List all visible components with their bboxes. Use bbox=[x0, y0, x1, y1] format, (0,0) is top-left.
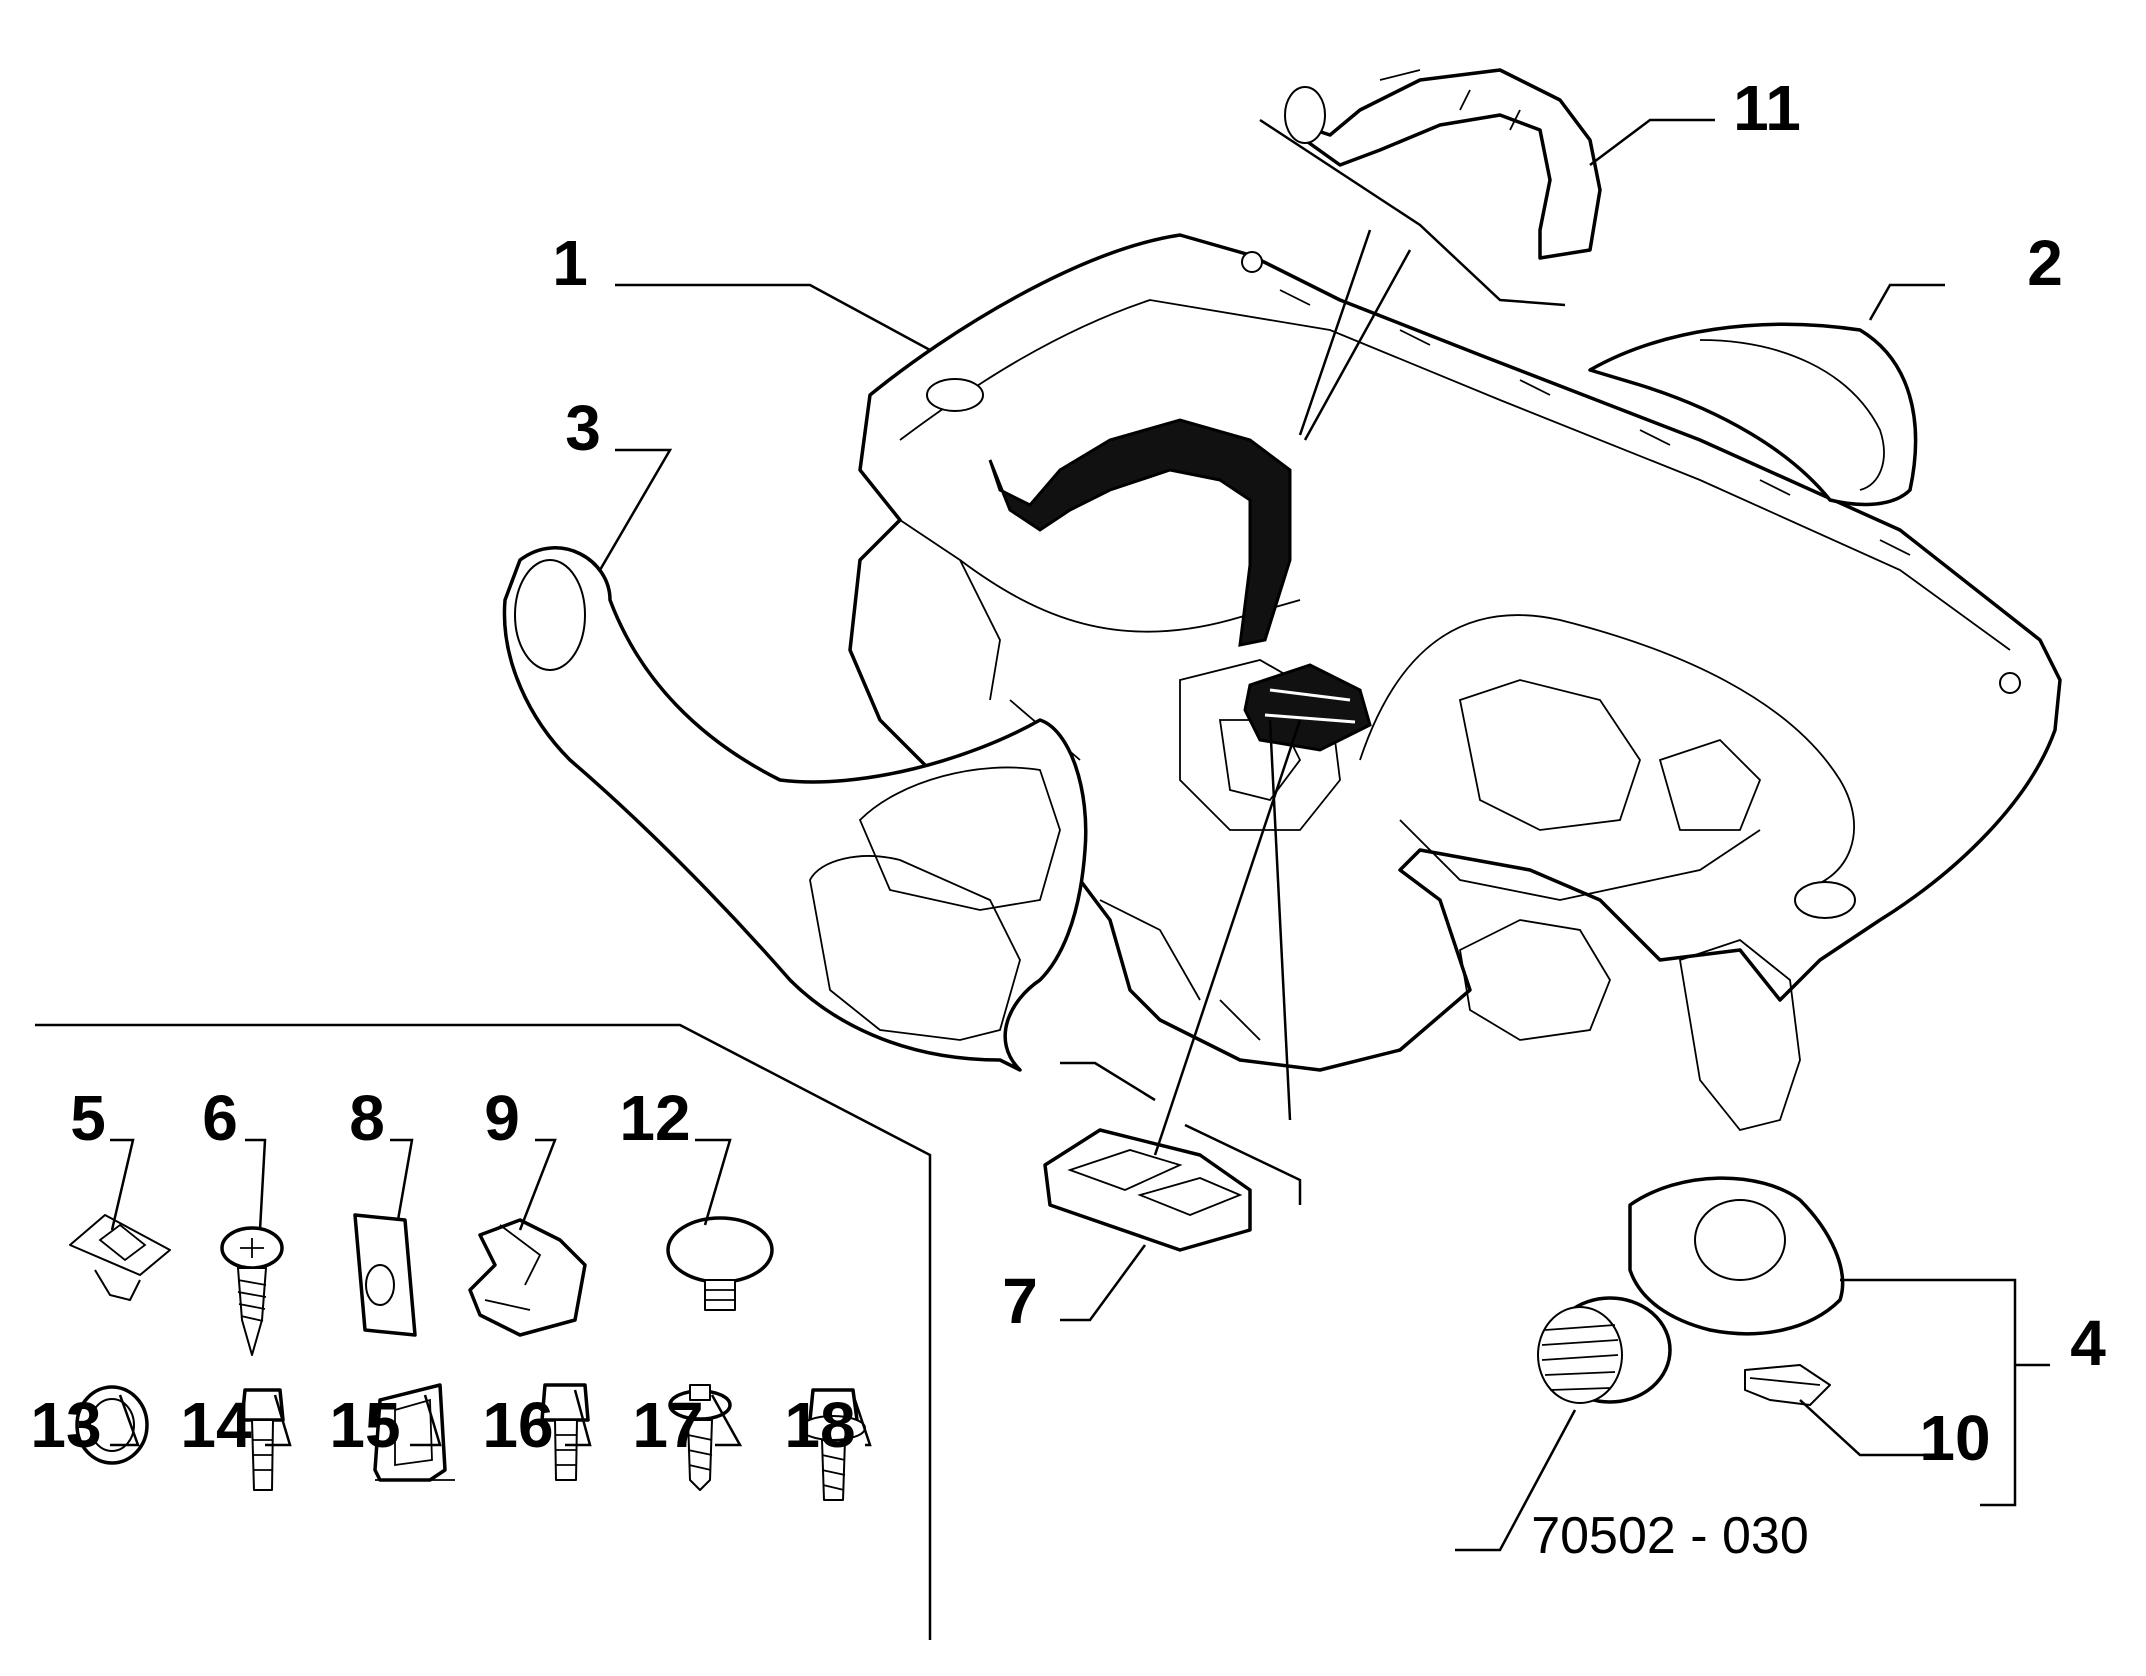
center-vent-part bbox=[1043, 1128, 1252, 1252]
plug-12-part bbox=[666, 1216, 774, 1311]
callout-18: 18 bbox=[784, 1389, 855, 1461]
callout-6: 6 bbox=[202, 1082, 238, 1154]
leader-lines bbox=[35, 118, 2050, 1640]
callout-2: 2 bbox=[2027, 227, 2063, 299]
drawing-code: 70502 - 030 bbox=[1531, 1507, 1809, 1565]
bolt-18-part bbox=[800, 1388, 866, 1501]
callout-labels: 1 2 3 4 5 6 7 8 9 10 11 12 13 14 15 16 1… bbox=[30, 72, 2106, 1474]
callout-3: 3 bbox=[565, 392, 601, 464]
side-air-vent-part bbox=[1537, 1296, 1672, 1404]
clip-8-part bbox=[353, 1213, 417, 1337]
callout-10: 10 bbox=[1919, 1402, 1990, 1474]
instrument-cover-part bbox=[1588, 322, 1918, 507]
callout-4: 4 bbox=[2070, 1307, 2106, 1379]
callout-12: 12 bbox=[619, 1082, 690, 1154]
callout-9: 9 bbox=[484, 1082, 520, 1154]
callout-5: 5 bbox=[70, 1082, 106, 1154]
callout-14: 14 bbox=[180, 1389, 252, 1461]
callout-15: 15 bbox=[329, 1389, 400, 1461]
clip-9-part bbox=[468, 1218, 587, 1337]
center-vent-installed bbox=[1243, 663, 1372, 752]
screw-6-part bbox=[220, 1226, 284, 1356]
air-duct-installed bbox=[988, 418, 1292, 647]
callout-8: 8 bbox=[349, 1082, 385, 1154]
air-duct-part bbox=[1284, 68, 1602, 260]
callout-11: 11 bbox=[1733, 72, 1801, 144]
dashboard-trim-frame-part bbox=[502, 546, 1088, 1072]
clip-5-part bbox=[69, 1214, 171, 1301]
callout-13: 13 bbox=[30, 1389, 101, 1461]
clip-15-part bbox=[373, 1383, 455, 1482]
bolt-16-part bbox=[540, 1383, 590, 1481]
side-cover-part bbox=[1628, 1176, 1845, 1336]
callout-1: 1 bbox=[552, 227, 588, 299]
callout-16: 16 bbox=[482, 1389, 553, 1461]
bracket-clip-part bbox=[1744, 1364, 1831, 1406]
callout-17: 17 bbox=[632, 1389, 703, 1461]
callout-7: 7 bbox=[1002, 1265, 1038, 1337]
